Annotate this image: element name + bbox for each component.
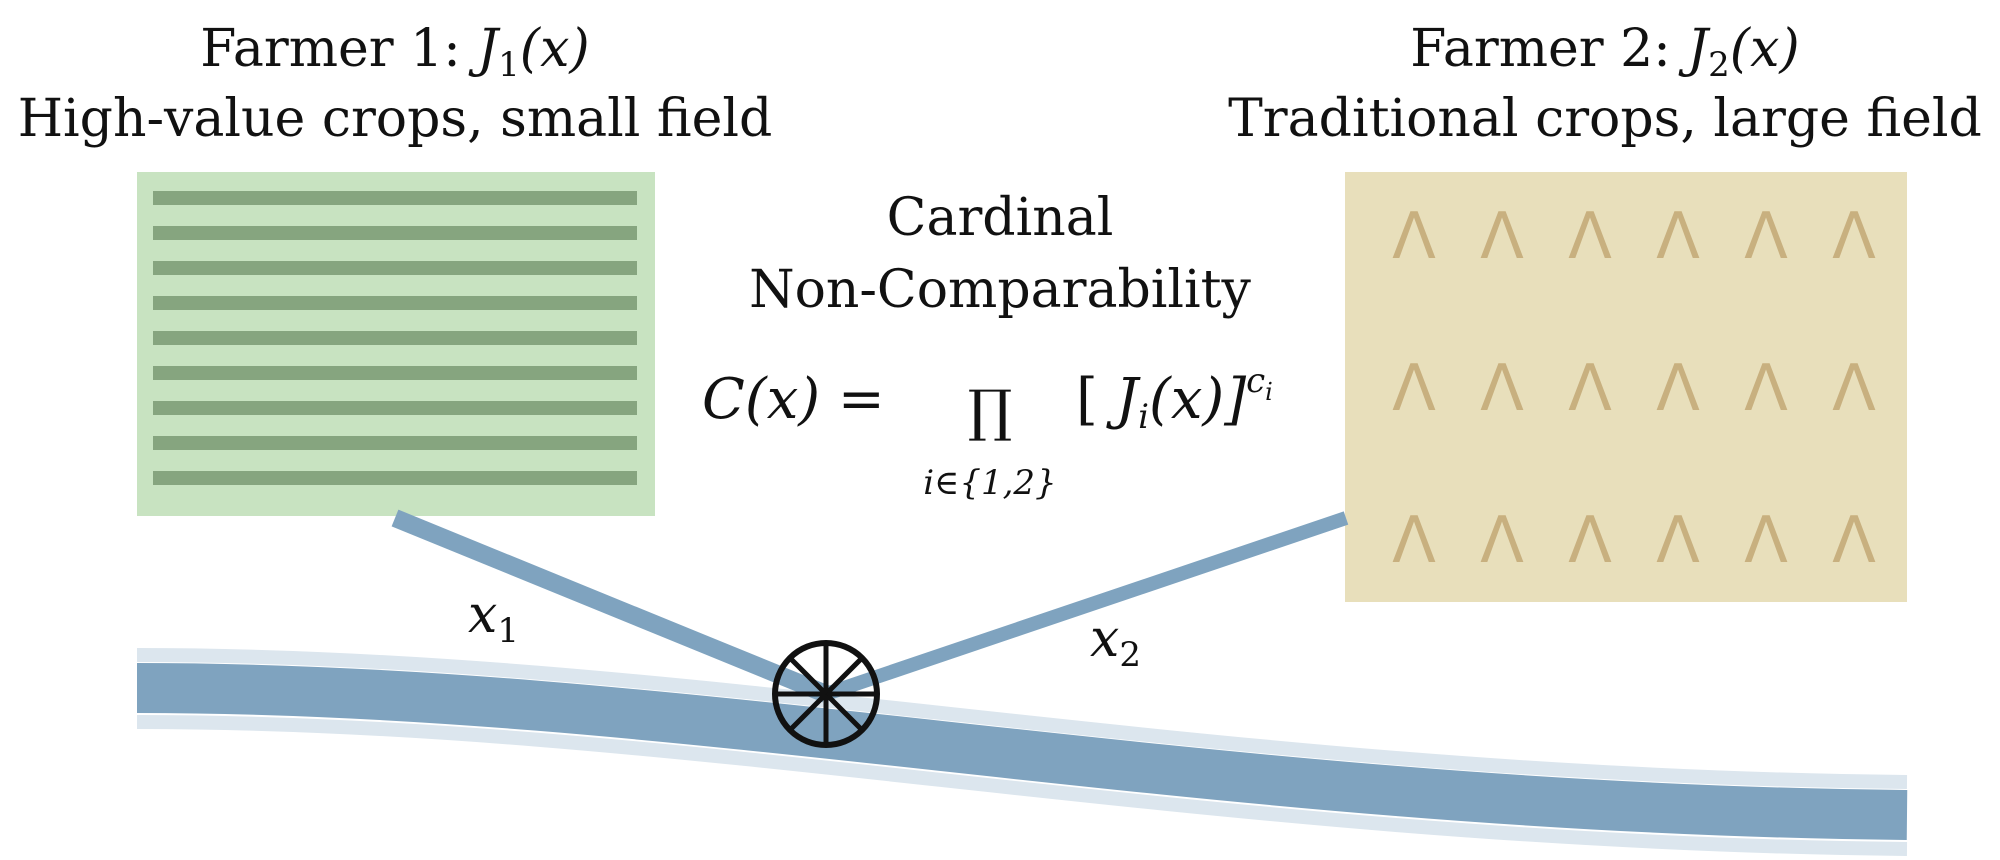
wheel-spoke — [824, 692, 864, 732]
crop-sprout-icon: Λ — [1656, 352, 1700, 426]
crop-sprout-icon: Λ — [1392, 200, 1436, 274]
crop-row — [153, 261, 637, 275]
crop-row — [153, 401, 637, 415]
channel-x1-var: x — [468, 585, 497, 645]
crop-sprout-icon: Λ — [1392, 504, 1436, 578]
crop-sprout-icon: Λ — [1568, 504, 1612, 578]
crop-sprout-icon: Λ — [1832, 200, 1876, 274]
farmer2-subtitle: Traditional crops, large field — [1228, 89, 1982, 149]
crop-sprout-icon: Λ — [1480, 200, 1524, 274]
crop-sprout-icon: Λ — [1392, 352, 1436, 426]
formula-exponent-base: c — [1246, 361, 1265, 401]
channel-x2 — [823, 511, 1349, 701]
farmer2-title-prefix: Farmer 2: — [1410, 19, 1687, 79]
crop-sprout-icon: Λ — [1480, 504, 1524, 578]
crop-sprout-icon: Λ — [1744, 504, 1788, 578]
farmer2-fn-sub: 2 — [1708, 45, 1730, 85]
crop-sprout-icon: Λ — [1656, 200, 1700, 274]
crop-sprout-icon: Λ — [1480, 352, 1524, 426]
farmer1-fn-arg: (x) — [520, 19, 590, 79]
formula-term-arg: (x)] — [1149, 367, 1246, 432]
formula-lhs: C(x) = — [702, 367, 885, 432]
crop-row — [153, 226, 637, 240]
crop-row — [153, 191, 637, 205]
crop-row — [153, 331, 637, 345]
wheel-spoke — [788, 656, 828, 696]
river — [136, 648, 1908, 856]
crop-sprout-icon: Λ — [1832, 352, 1876, 426]
center-title-line1: Cardinal — [887, 188, 1114, 248]
river-bank-bottom — [136, 715, 1908, 856]
crop-row — [153, 366, 637, 380]
crop-sprout-icon: Λ — [1656, 504, 1700, 578]
farmer2-fn-arg: (x) — [1730, 19, 1800, 79]
crop-sprout-icon: Λ — [1744, 352, 1788, 426]
farmer2-field — [1345, 172, 1907, 602]
channel-x1 — [391, 509, 830, 703]
river-bank-top — [136, 648, 1908, 789]
formula-term-sub: i — [1138, 397, 1149, 437]
farmer1-fn-sub: 1 — [498, 45, 520, 85]
channel-x1-sub: 1 — [497, 611, 519, 651]
crop-sprout-icon: Λ — [1832, 504, 1876, 578]
farmer1-subtitle: High-value crops, small field — [18, 89, 773, 149]
channel-x1-label: x1 — [468, 585, 519, 651]
formula-exponent-sub: i — [1265, 378, 1273, 406]
product-symbol: ∏ — [968, 379, 1013, 444]
channel-x2-var: x — [1090, 609, 1119, 669]
formula-bracket-open: [ — [1076, 367, 1116, 432]
farmer1-title: Farmer 1: J1(x) — [200, 19, 589, 85]
crop-row — [153, 471, 637, 485]
crop-sprout-icon: Λ — [1568, 352, 1612, 426]
farmer1-crop-rows — [153, 191, 637, 485]
wheel-spoke — [824, 656, 864, 696]
river-water — [136, 663, 1908, 840]
crop-sprout-icon: Λ — [1568, 200, 1612, 274]
wheel-spoke — [788, 692, 828, 732]
water-wheel-icon — [772, 640, 880, 748]
channel-x2-label: x2 — [1090, 609, 1141, 675]
farmer2-title: Farmer 2: J2(x) — [1410, 19, 1799, 85]
cardinal-formula: C(x) = ∏ i∈{1,2} [ Ji(x)]ci — [702, 361, 1273, 503]
farmer1-title-prefix: Farmer 1: — [200, 19, 477, 79]
crop-row — [153, 436, 637, 450]
center-title-line2: Non-Comparability — [749, 260, 1251, 320]
formula-term: [ Ji(x)]ci — [1076, 361, 1273, 437]
crop-sprout-icon: Λ — [1744, 200, 1788, 274]
channel-x2-sub: 2 — [1119, 635, 1141, 675]
crop-row — [153, 296, 637, 310]
product-index: i∈{1,2} — [923, 463, 1056, 503]
